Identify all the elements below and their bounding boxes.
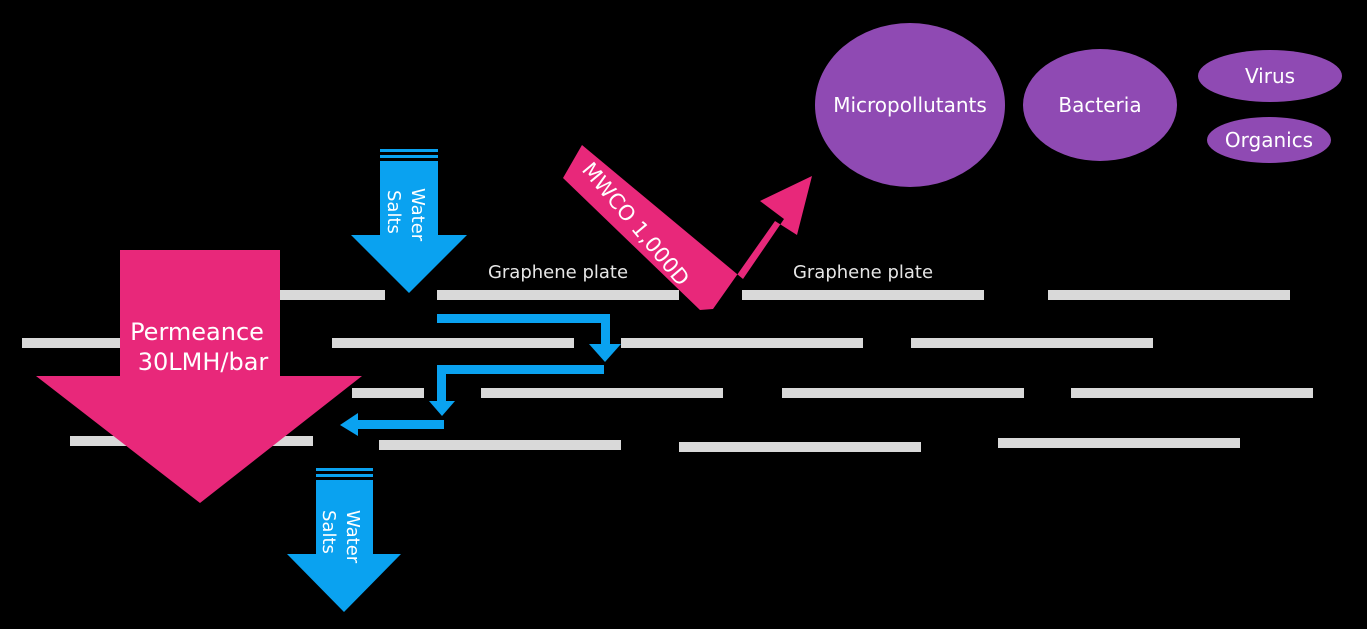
virus-particle bbox=[1198, 50, 1342, 102]
micropollutants-particle bbox=[815, 23, 1005, 187]
feed-arrow-icon bbox=[351, 149, 467, 293]
graphene-plate bbox=[437, 290, 679, 300]
graphene-plate bbox=[332, 338, 574, 348]
graphene-plate bbox=[22, 338, 126, 348]
water-flow-path bbox=[340, 314, 621, 436]
permeate-salts-label: Salts bbox=[318, 510, 339, 554]
rejected-particles: Micropollutants Bacteria Virus Organics bbox=[815, 23, 1342, 187]
bacteria-label: Bacteria bbox=[1058, 93, 1141, 117]
micropollutants-label: Micropollutants bbox=[833, 93, 987, 117]
graphene-plate bbox=[280, 290, 385, 300]
graphene-plate bbox=[1048, 290, 1290, 300]
graphene-plate bbox=[379, 440, 621, 450]
organics-particle bbox=[1207, 117, 1331, 163]
graphene-plate bbox=[998, 438, 1240, 448]
graphene-plate bbox=[679, 442, 921, 452]
permeate-arrow-icon bbox=[287, 468, 401, 612]
graphene-plate-label: Graphene plate bbox=[793, 262, 933, 283]
feed-water-label: Water bbox=[407, 188, 428, 242]
graphene-plate bbox=[782, 388, 1024, 398]
graphene-plate bbox=[911, 338, 1153, 348]
graphene-plate bbox=[481, 388, 723, 398]
graphene-plate bbox=[1071, 388, 1313, 398]
graphene-plate bbox=[742, 290, 984, 300]
permeance-value: 30LMH/bar bbox=[138, 348, 269, 376]
feed-salts-label: Salts bbox=[383, 190, 404, 234]
virus-label: Virus bbox=[1245, 64, 1295, 88]
mwco-arrow-icon bbox=[563, 145, 812, 310]
bacteria-particle bbox=[1023, 49, 1177, 161]
permeance-label: Permeance bbox=[130, 318, 264, 346]
graphene-plate bbox=[621, 338, 863, 348]
graphene-plate bbox=[352, 388, 424, 398]
permeate-water-label: Water bbox=[342, 510, 363, 564]
graphene-plate-label: Graphene plate bbox=[488, 262, 628, 283]
organics-label: Organics bbox=[1225, 128, 1313, 152]
permeance-arrow-icon bbox=[36, 250, 362, 503]
